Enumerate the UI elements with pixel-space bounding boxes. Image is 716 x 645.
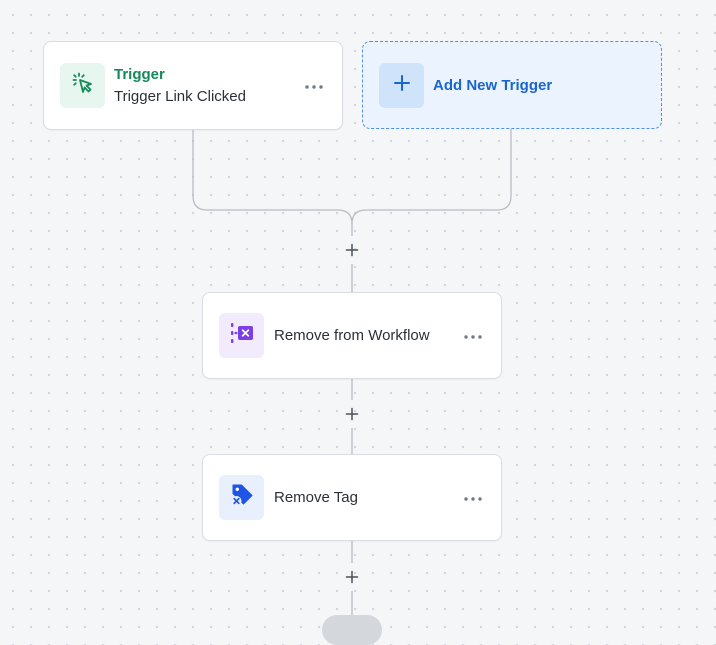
- more-horizontal-icon: [463, 489, 483, 507]
- add-step-button[interactable]: [343, 405, 361, 423]
- trigger-card[interactable]: Trigger Trigger Link Clicked: [43, 41, 343, 130]
- more-horizontal-icon: [463, 327, 483, 345]
- action-label: Remove Tag: [274, 489, 358, 506]
- plus-icon: [393, 74, 411, 97]
- action-label: Remove from Workflow: [274, 327, 430, 344]
- add-new-trigger-button[interactable]: Add New Trigger: [362, 41, 662, 129]
- trigger-connector: [192, 130, 353, 236]
- add-step-button[interactable]: [343, 568, 361, 586]
- trigger-name: Trigger Link Clicked: [114, 88, 246, 105]
- plus-icon: [345, 570, 359, 584]
- action-menu-button[interactable]: [461, 328, 485, 344]
- action-icon-box: [219, 475, 264, 520]
- plus-icon: [345, 243, 359, 257]
- add-trigger-connector: [351, 129, 512, 225]
- action-card-remove-from-workflow[interactable]: Remove from Workflow: [202, 292, 502, 379]
- action-icon-box: [219, 313, 264, 358]
- trigger-menu-button[interactable]: [302, 78, 326, 94]
- action-card-remove-tag[interactable]: Remove Tag: [202, 454, 502, 541]
- workflow-end-node[interactable]: [322, 615, 382, 645]
- workflow-remove-icon: [230, 322, 254, 349]
- add-step-button[interactable]: [343, 241, 361, 259]
- plus-icon: [345, 407, 359, 421]
- add-trigger-icon-box: [379, 63, 424, 108]
- workflow-canvas: Trigger Trigger Link Clicked Add New Tri…: [43, 41, 662, 645]
- tag-remove-icon: [230, 483, 254, 512]
- trigger-text: Trigger Trigger Link Clicked: [114, 66, 246, 107]
- pointer-click-icon: [72, 72, 94, 99]
- trigger-icon-box: [60, 63, 105, 108]
- connector-lines: [192, 129, 512, 616]
- trigger-kind-label: Trigger: [114, 66, 165, 83]
- action-menu-button[interactable]: [461, 490, 485, 506]
- more-horizontal-icon: [304, 77, 324, 95]
- add-new-trigger-label: Add New Trigger: [433, 77, 553, 94]
